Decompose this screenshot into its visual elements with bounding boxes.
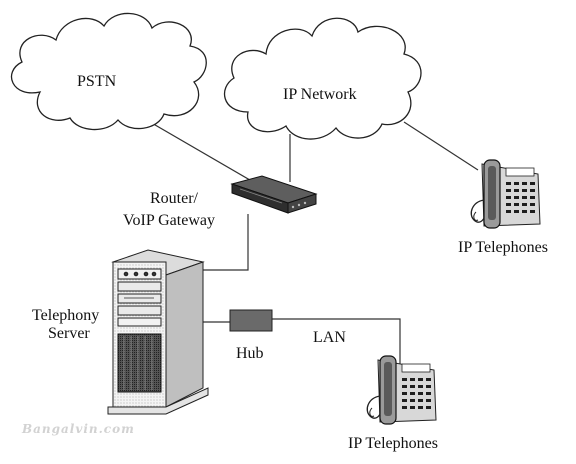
pstn-cloud: [10, 12, 207, 131]
ip-telephones-upper-label: IP Telephones: [458, 239, 548, 256]
ip-network-label: IP Network: [283, 86, 357, 103]
hub-device: [229, 309, 273, 332]
router-label-line2: VoIP Gateway: [123, 212, 215, 229]
lan-label: LAN: [313, 329, 346, 346]
server-label-line2: Server: [48, 325, 90, 342]
connection-lines: [149, 121, 479, 380]
ip-telephone-upper: [470, 159, 541, 229]
ip-telephone-lower: [366, 355, 437, 425]
router-device: [230, 175, 318, 214]
server-tower: [107, 249, 209, 415]
router-to-server-link: [203, 214, 249, 271]
hub-to-lower-phone-link: [272, 318, 401, 380]
pstn-to-router-link: [149, 121, 256, 184]
hub-label: Hub: [236, 345, 264, 362]
router-label-line1: Router/: [150, 190, 198, 207]
server-label-line1: Telephony: [32, 307, 100, 324]
pstn-label: PSTN: [77, 73, 117, 90]
watermark-text: Bangalvin.com: [22, 422, 135, 436]
ip-telephones-lower-label: IP Telephones: [348, 435, 438, 452]
ip-network-cloud: [224, 17, 422, 140]
ipnet-to-upper-phone-link: [403, 121, 479, 171]
